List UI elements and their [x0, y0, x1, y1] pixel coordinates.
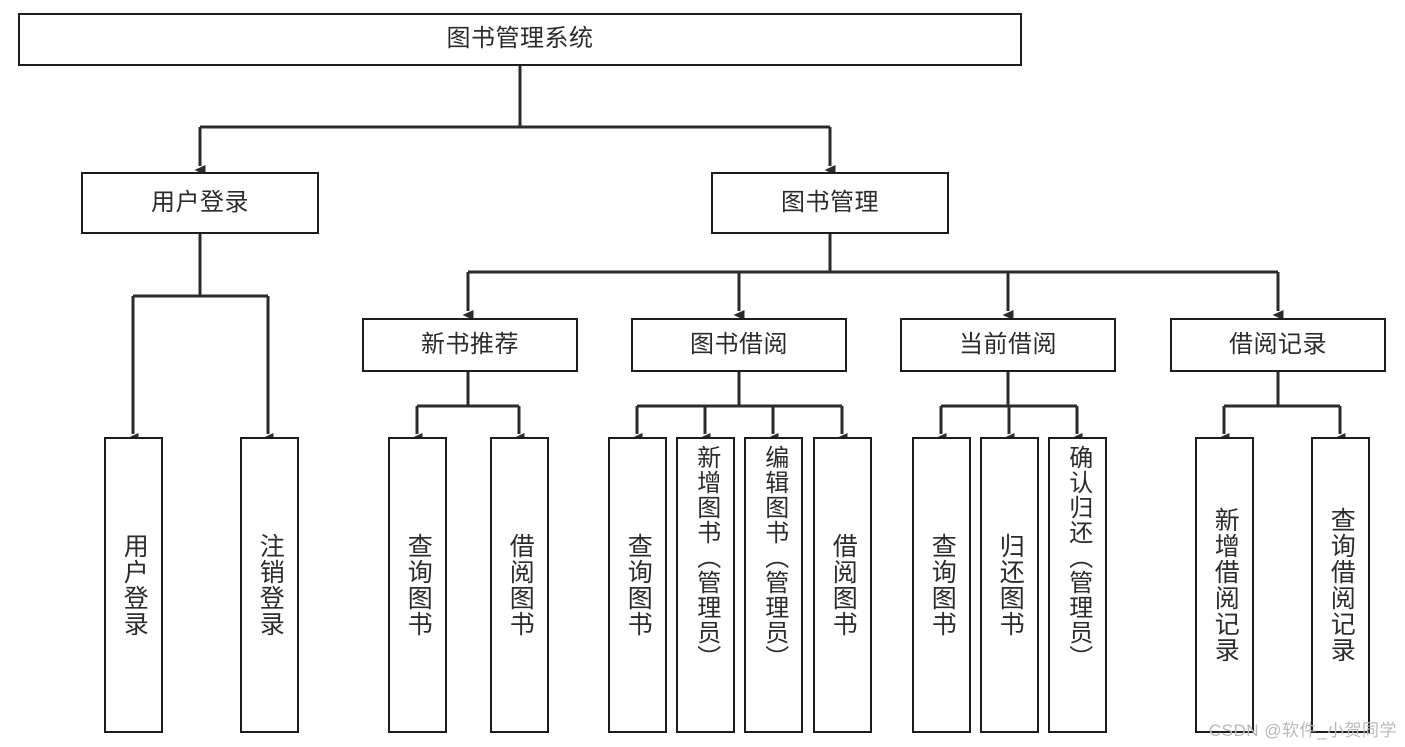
- node-new-book-recommend-label: 新书推荐: [421, 330, 519, 358]
- node-leaf-edit-book-label: 编辑图书（管理员）: [760, 445, 788, 670]
- node-leaf-return-book[interactable]: 归还图书: [980, 437, 1039, 733]
- node-leaf-query-book-1[interactable]: 查询图书: [388, 437, 447, 733]
- node-book-manage[interactable]: 图书管理: [711, 172, 949, 234]
- node-leaf-query-book-3-label: 查询图书: [928, 533, 957, 637]
- node-leaf-add-record[interactable]: 新增借阅记录: [1195, 437, 1254, 733]
- node-leaf-add-book[interactable]: 新增图书（管理员）: [676, 437, 735, 733]
- node-new-book-recommend[interactable]: 新书推荐: [362, 318, 578, 372]
- node-root[interactable]: 图书管理系统: [18, 13, 1022, 66]
- node-leaf-borrow-book-1-label: 借阅图书: [506, 533, 535, 637]
- node-leaf-query-book-1-label: 查询图书: [404, 533, 433, 637]
- node-leaf-query-book-2-label: 查询图书: [624, 533, 653, 637]
- node-leaf-user-logout-label: 注销登录: [256, 533, 285, 637]
- node-leaf-borrow-book-2[interactable]: 借阅图书: [813, 437, 872, 733]
- node-user-login[interactable]: 用户登录: [81, 172, 319, 234]
- node-current-borrow[interactable]: 当前借阅: [900, 318, 1116, 372]
- node-borrow-record[interactable]: 借阅记录: [1170, 318, 1386, 372]
- node-book-borrow-label: 图书借阅: [690, 330, 788, 358]
- node-root-label: 图书管理系统: [446, 25, 594, 53]
- node-borrow-record-label: 借阅记录: [1229, 330, 1327, 358]
- node-leaf-query-book-3[interactable]: 查询图书: [912, 437, 971, 733]
- node-leaf-borrow-book-1[interactable]: 借阅图书: [490, 437, 549, 733]
- node-user-login-label: 用户登录: [151, 188, 249, 216]
- node-leaf-add-record-label: 新增借阅记录: [1211, 507, 1240, 663]
- node-leaf-query-book-2[interactable]: 查询图书: [608, 437, 667, 733]
- node-leaf-confirm-return-label: 确认归还（管理员）: [1064, 445, 1092, 670]
- node-leaf-add-book-label: 新增图书（管理员）: [692, 445, 720, 670]
- node-leaf-user-login[interactable]: 用户登录: [104, 437, 163, 733]
- node-leaf-edit-book[interactable]: 编辑图书（管理员）: [744, 437, 803, 733]
- node-book-manage-label: 图书管理: [781, 188, 879, 216]
- node-current-borrow-label: 当前借阅: [959, 330, 1057, 358]
- node-leaf-borrow-book-2-label: 借阅图书: [829, 533, 858, 637]
- node-leaf-query-record[interactable]: 查询借阅记录: [1311, 437, 1370, 733]
- node-leaf-user-login-label: 用户登录: [120, 533, 149, 637]
- node-leaf-user-logout[interactable]: 注销登录: [240, 437, 299, 733]
- node-leaf-confirm-return[interactable]: 确认归还（管理员）: [1048, 437, 1107, 733]
- node-leaf-query-record-label: 查询借阅记录: [1327, 507, 1356, 663]
- node-book-borrow[interactable]: 图书借阅: [631, 318, 847, 372]
- node-leaf-return-book-label: 归还图书: [996, 533, 1025, 637]
